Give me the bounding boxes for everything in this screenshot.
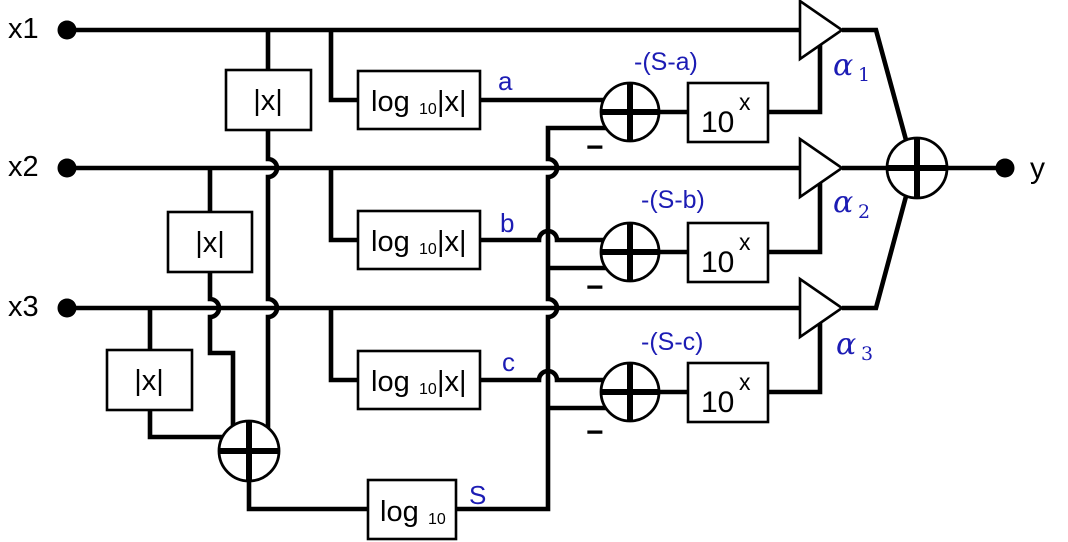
wire-abs1-to-summer [265, 130, 280, 432]
magnitude-summer-plus-icon [219, 421, 279, 481]
abs-block-1: |x| [224, 68, 313, 132]
output-summer [885, 136, 949, 200]
signal-label-c: c [502, 347, 515, 377]
log-abs-block-2-box [356, 209, 482, 271]
log-abs-block-1-prefix: log [371, 86, 410, 118]
exp-block-2-sup: x [739, 229, 751, 255]
wire-x2-log-tap [328, 168, 358, 243]
log-abs-block-3: log 10 |x| [356, 349, 482, 411]
wire-b-line [480, 228, 614, 243]
x2-terminal-dot [57, 158, 77, 178]
exp-block-2: 10 x [686, 221, 770, 284]
input-label-x3: x3 [8, 291, 39, 323]
abs-block-1-label: |x| [253, 85, 283, 117]
exp-block-3-sup: x [739, 369, 751, 395]
diff-label-1: -(S-a) [634, 48, 698, 76]
wire-c-line [480, 368, 614, 383]
log-abs-block-1-sub: 10 [419, 101, 437, 118]
abs-block-3: |x| [105, 348, 194, 412]
signal-label-a: a [498, 66, 513, 96]
exp-block-1-box [686, 81, 770, 144]
gain-amp-3-triangle [798, 276, 845, 340]
wire-S-spine [456, 125, 614, 512]
sum-log-block-sub: 10 [428, 511, 446, 528]
wire-x3-log-tap [328, 308, 358, 383]
y-terminal-dot [995, 158, 1015, 178]
wire-exp3-to-gain3 [768, 320, 823, 395]
abs-block-3-box [105, 348, 194, 412]
log-abs-block-2-suffix: |x| [437, 226, 467, 258]
signal-label-b: b [500, 208, 514, 238]
diff-label-3: -(S-c) [641, 328, 703, 356]
diff-label-2: -(S-b) [641, 186, 705, 214]
subtractor-1 [599, 81, 661, 143]
log-abs-block-3-prefix: log [371, 366, 410, 398]
abs-block-1-box [224, 68, 313, 132]
input-label-x1: x1 [8, 13, 39, 45]
exp-block-3-base: 10 [701, 386, 734, 419]
log-abs-block-3-suffix: |x| [437, 366, 467, 398]
wire-x1-log-tap [328, 30, 358, 103]
minus-sign-3: − [586, 416, 604, 449]
log-abs-block-1: log 10 |x| [356, 69, 482, 131]
subtractor-3 [599, 361, 661, 423]
abs-block-2-box [166, 210, 254, 274]
minus-sign-2: − [586, 271, 604, 304]
wire-gain1-to-output-summer [842, 27, 915, 163]
output-label-y: y [1030, 152, 1045, 185]
log-abs-block-2-prefix: log [371, 226, 410, 258]
gain-label-2: α 2 [833, 185, 870, 223]
exp-block-3: 10 x [686, 361, 770, 424]
gain-label-2-sub: 2 [858, 201, 870, 223]
exp-block-2-box [686, 221, 770, 284]
wire-gain3-to-output-summer [842, 173, 915, 311]
output-summer-plus-icon [887, 138, 947, 198]
wires [67, 27, 1004, 512]
wire-abs3-to-summer [147, 410, 230, 440]
exp-block-1-base: 10 [701, 106, 734, 139]
x1-terminal-dot [57, 20, 77, 40]
exp-block-1-sup: x [739, 89, 751, 115]
signal-label-S: S [469, 480, 486, 510]
gain-label-3: α 3 [836, 327, 873, 365]
exp-block-2-base: 10 [701, 246, 734, 279]
wire-summer-to-log [246, 474, 368, 512]
log-abs-block-2: log 10 |x| [356, 209, 482, 271]
gain-label-3-symbol: α [836, 327, 856, 362]
wire-abs2-to-summer [207, 272, 236, 430]
abs-block-2-label: |x| [195, 227, 225, 259]
sum-log-block-box [366, 478, 458, 541]
subtractor-3-plus-icon [601, 363, 659, 421]
subtractor-2 [599, 221, 661, 283]
gain-amp-1-triangle [798, 0, 845, 62]
minus-sign-1: − [586, 131, 604, 164]
magnitude-summer [217, 419, 281, 483]
log-abs-block-2-sub: 10 [419, 241, 437, 258]
log-abs-block-1-box [356, 69, 482, 131]
gain-label-1-sub: 1 [858, 64, 870, 86]
abs-block-3-label: |x| [134, 365, 164, 397]
gain-label-2-symbol: α [833, 185, 853, 220]
log-abs-block-1-suffix: |x| [437, 86, 467, 118]
wire-exp2-to-gain2 [768, 180, 823, 255]
subtractor-1-plus-icon [601, 83, 659, 141]
gain-label-3-sub: 3 [861, 343, 873, 365]
sum-log-block: log 10 [366, 478, 458, 541]
log-abs-block-3-box [356, 349, 482, 411]
gain-label-1-symbol: α [833, 48, 853, 83]
input-label-x2: x2 [8, 151, 39, 183]
gain-amp-2-triangle [798, 136, 845, 200]
x3-terminal-dot [57, 298, 77, 318]
exp-block-3-box [686, 361, 770, 424]
exp-block-1: 10 x [686, 81, 770, 144]
subtractor-2-plus-icon [601, 223, 659, 281]
gain-label-1: α 1 [833, 48, 870, 86]
abs-block-2: |x| [166, 210, 254, 274]
sum-log-block-prefix: log [380, 496, 419, 528]
wire-exp1-to-gain1 [768, 40, 823, 115]
log-abs-block-3-sub: 10 [419, 381, 437, 398]
